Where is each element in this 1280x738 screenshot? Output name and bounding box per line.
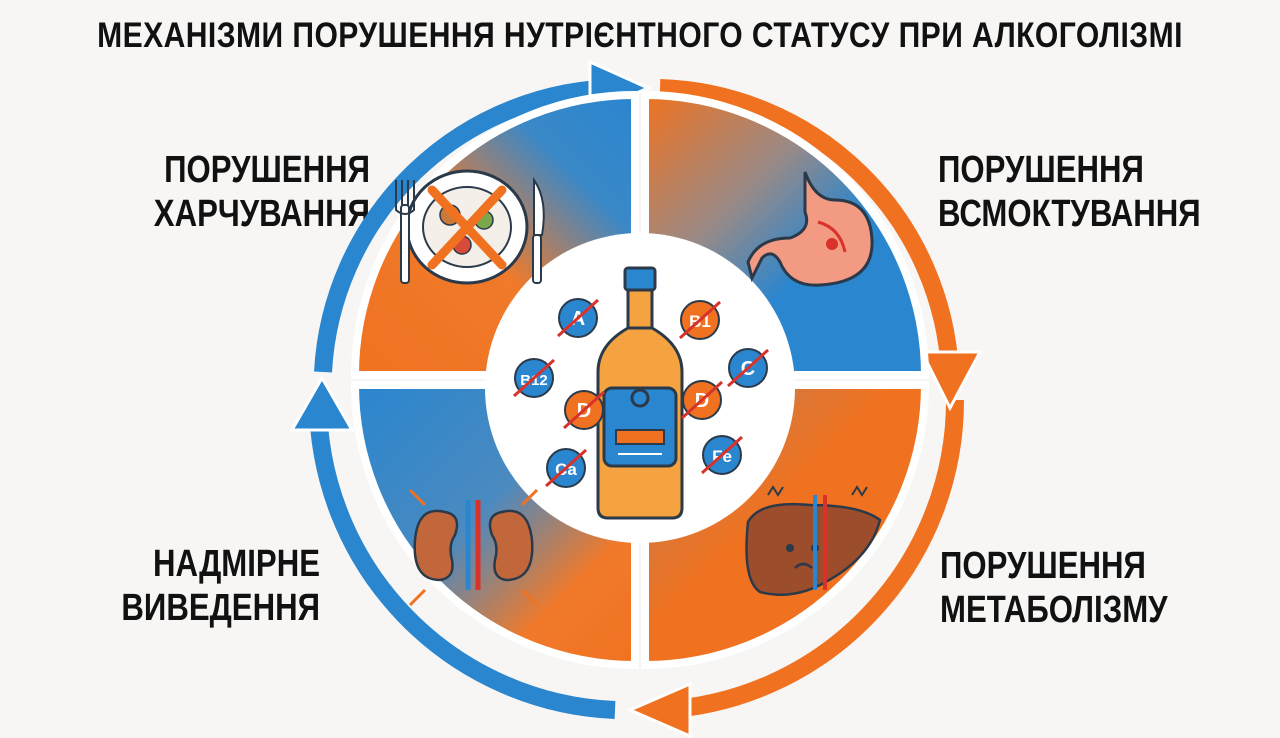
strike-line — [700, 435, 744, 475]
arrow-up-icon — [289, 374, 355, 432]
nutrient-badge-b12: B12 — [512, 358, 556, 398]
bottle-icon — [596, 266, 684, 520]
kidneys-icon — [408, 488, 539, 607]
strike-line — [556, 298, 600, 338]
outward-arrows — [408, 488, 539, 607]
nutrient-badges: AB1B12CDDCaFe — [512, 298, 770, 488]
cycle-arrow-heads — [289, 59, 983, 738]
stomach-icon — [746, 171, 874, 287]
label-absorption-disorder: ПОРУШЕННЯ ВСМОКТУВАННЯ — [938, 149, 1201, 235]
nutrient-badge-b1: B1 — [678, 300, 722, 340]
knife-icon — [532, 176, 545, 284]
strike-line — [512, 358, 556, 398]
label-metabolism-disorder: ПОРУШЕННЯ МЕТАБОЛІЗМУ — [940, 545, 1168, 631]
label-nutrition-disorder: ПОРУШЕННЯ ХАРЧУВАННЯ — [153, 149, 370, 235]
strike-line — [562, 390, 606, 430]
label-excessive-excretion: НАДМІРНЕ ВИВЕДЕННЯ — [121, 543, 320, 629]
crossed-plate-icon — [395, 169, 545, 285]
strike-line — [678, 300, 722, 340]
arrow-left-icon — [626, 681, 692, 738]
outer-ring — [308, 79, 965, 719]
page-title: МЕХАНІЗМИ ПОРУШЕННЯ НУТРІЄНТНОГО СТАТУСУ… — [97, 16, 1183, 55]
nutrient-badge-d: D — [680, 380, 724, 420]
strike-line — [544, 448, 588, 488]
fork-icon — [395, 180, 415, 284]
arrow-down-icon — [919, 350, 983, 412]
strike-line — [680, 380, 724, 420]
nutrient-badge-c: C — [726, 348, 770, 388]
nutrient-badge-ca: Ca — [544, 448, 588, 488]
nutrient-badge-a: A — [556, 298, 600, 338]
liver-icon — [745, 485, 882, 597]
nutrient-badge-d: D — [562, 390, 606, 430]
strike-line — [726, 348, 770, 388]
nutrient-badge-fe: Fe — [700, 435, 744, 475]
